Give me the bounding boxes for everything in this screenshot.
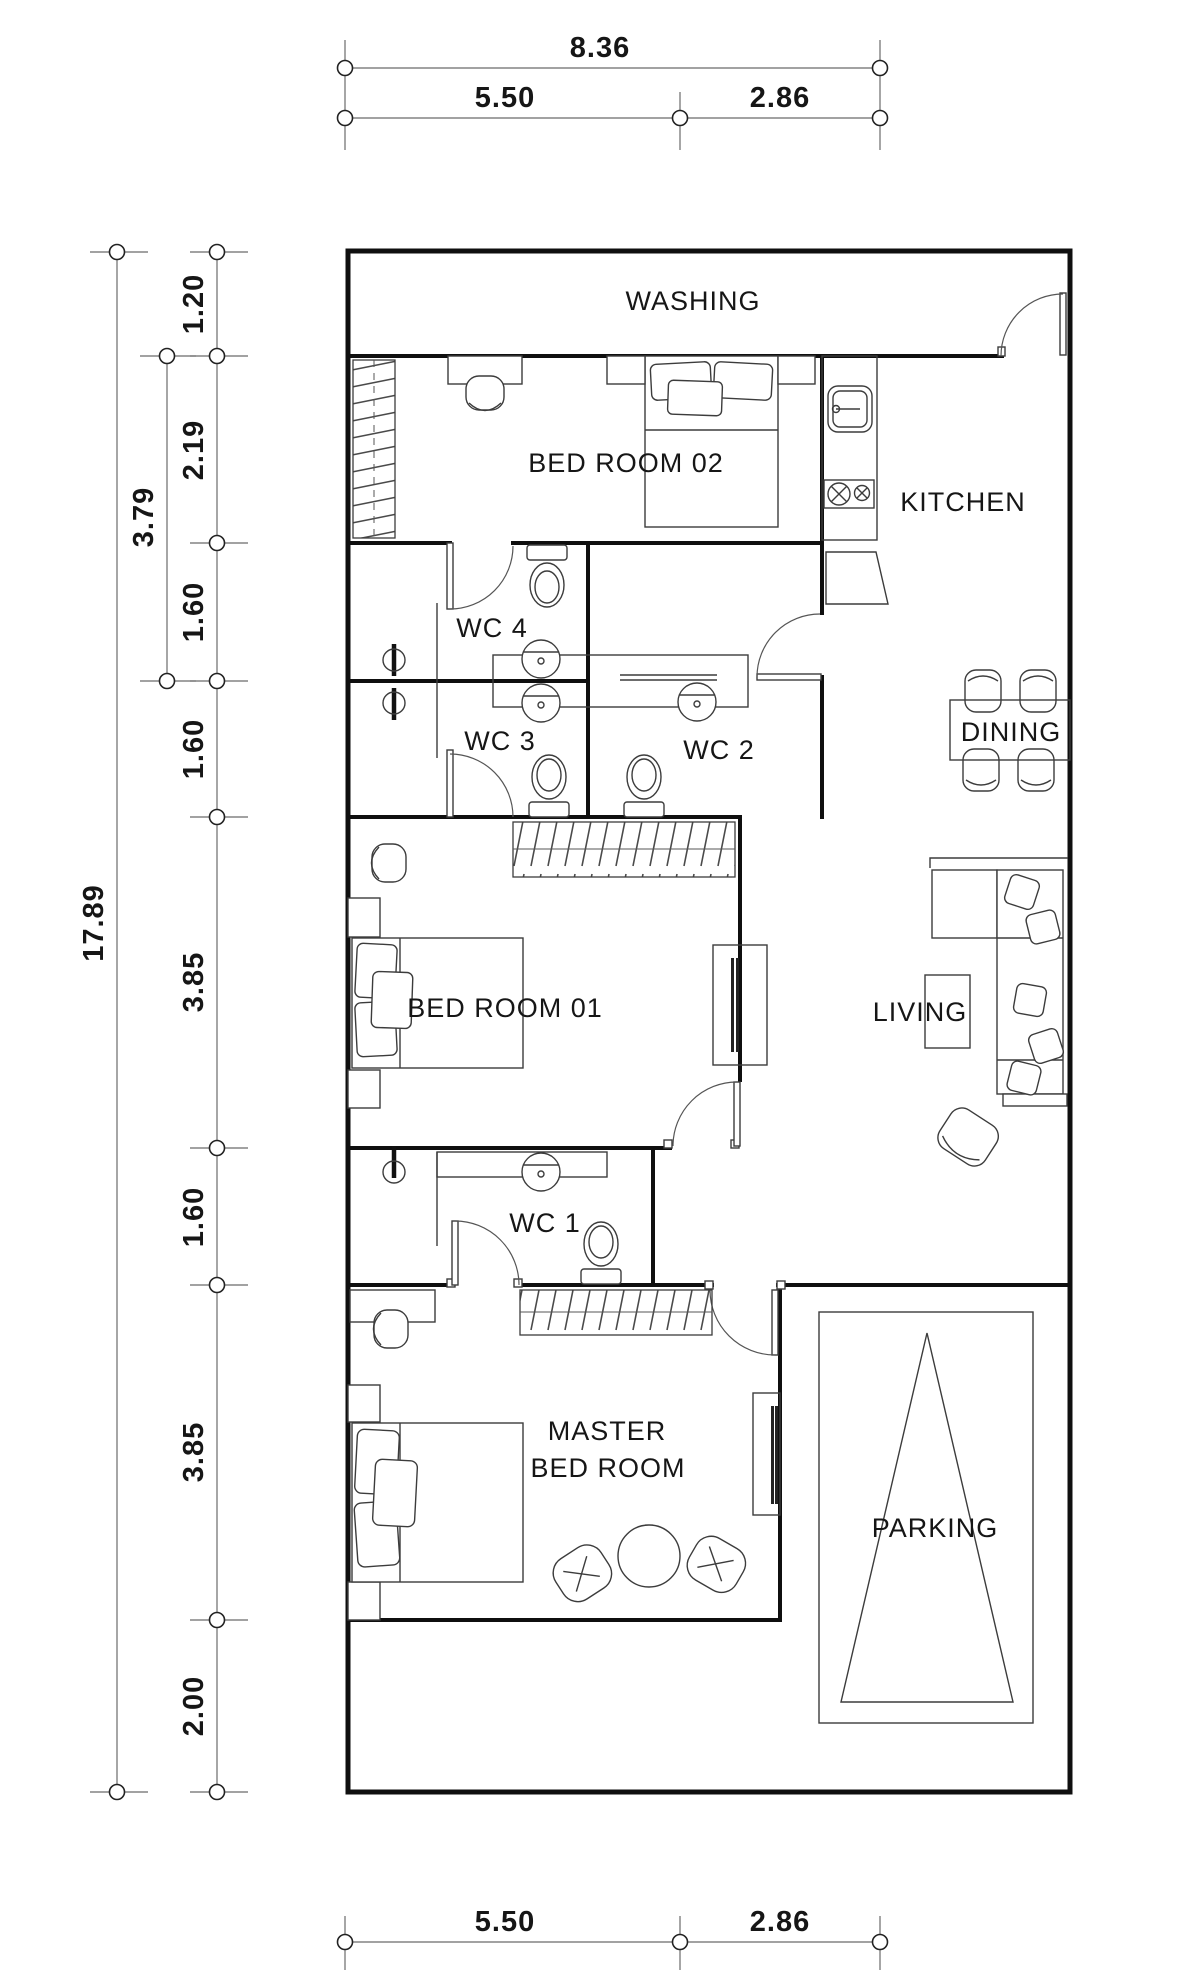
door-bedroom01 bbox=[672, 1081, 741, 1147]
dimension-chain-left: 17.89 3.79 1.20 2.19 1.60 1 bbox=[78, 243, 248, 1801]
wc-vanity bbox=[492, 639, 749, 723]
chair-bedroom01 bbox=[370, 843, 407, 883]
coffee-table-living bbox=[924, 974, 971, 1049]
dim-left-seg-2: 2.19 bbox=[178, 420, 210, 480]
nightstand-master-top bbox=[347, 1384, 381, 1423]
dim-left-markers bbox=[208, 243, 226, 1801]
room-dining: DINING bbox=[949, 669, 1071, 792]
dining-chair-4 bbox=[1017, 748, 1055, 792]
room-wc4: WC 4 bbox=[456, 544, 568, 643]
room-label-wc4: WC 4 bbox=[456, 613, 528, 643]
door-wc4 bbox=[446, 542, 514, 610]
dim-left-total: 17.89 bbox=[78, 884, 110, 962]
tv-cabinet-master bbox=[752, 1392, 781, 1516]
room-label-wc3: WC 3 bbox=[464, 726, 536, 756]
room-master-bedroom: MASTER BED ROOM bbox=[347, 1289, 781, 1621]
dimension-chain-bottom: 5.50 2.86 bbox=[336, 1906, 889, 1970]
armchair-master-1 bbox=[545, 1537, 619, 1609]
room-label-washing: WASHING bbox=[626, 286, 761, 316]
sink-wc2 bbox=[677, 682, 717, 722]
round-table-master bbox=[617, 1524, 681, 1588]
armchair-master-2 bbox=[680, 1529, 753, 1600]
door-wc3 bbox=[446, 749, 514, 818]
room-bedroom01: BED ROOM 01 bbox=[347, 821, 768, 1109]
dim-left-seg-3: 1.60 bbox=[178, 582, 210, 642]
dining-chair-2 bbox=[1019, 669, 1057, 713]
dim-left-ticks bbox=[190, 251, 248, 1793]
chair-bedroom02 bbox=[465, 375, 505, 412]
dim-top-seg-2: 2.86 bbox=[750, 82, 810, 114]
door-wc1 bbox=[451, 1220, 520, 1286]
shower-wc1 bbox=[382, 1160, 406, 1184]
room-living: LIVING bbox=[873, 857, 1068, 1167]
armchair-living bbox=[937, 1107, 1000, 1167]
nightstand-bedroom01-bottom bbox=[347, 1069, 381, 1109]
toilet-wc4 bbox=[526, 544, 568, 608]
kitchen-counter bbox=[821, 355, 878, 541]
room-wc2: WC 2 bbox=[623, 735, 755, 818]
kitchen-fridge bbox=[825, 551, 889, 605]
toilet-wc1 bbox=[580, 1221, 622, 1285]
bed-master bbox=[351, 1422, 524, 1583]
room-label-wc2: WC 2 bbox=[683, 735, 755, 765]
dim-left-seg-7: 3.85 bbox=[178, 1422, 210, 1482]
dim-left-seg-8: 2.00 bbox=[178, 1676, 210, 1736]
bed-bedroom01 bbox=[351, 937, 524, 1069]
parking-pad bbox=[818, 1311, 1034, 1724]
dim-left-seg-4: 1.60 bbox=[178, 719, 210, 779]
room-label-bedroom02: BED ROOM 02 bbox=[528, 448, 724, 478]
dining-chair-3 bbox=[962, 748, 1000, 792]
door-wc2 bbox=[756, 613, 822, 681]
toilet-wc3 bbox=[528, 754, 570, 818]
kitchen-sink bbox=[827, 385, 873, 433]
toilet-wc2 bbox=[623, 754, 665, 818]
tv-cabinet-bedroom01 bbox=[712, 944, 768, 1066]
room-label-wc1: WC 1 bbox=[509, 1208, 581, 1238]
room-kitchen: KITCHEN bbox=[821, 355, 1026, 605]
chair-master-desk bbox=[372, 1309, 409, 1349]
room-label-parking: PARKING bbox=[872, 1513, 999, 1543]
nightstand-bedroom02-left bbox=[606, 355, 646, 385]
room-label-bedroom01: BED ROOM 01 bbox=[407, 993, 603, 1023]
room-wc1: WC 1 bbox=[382, 1146, 622, 1285]
dim-bottom-seg-1: 5.50 bbox=[475, 1906, 535, 1938]
room-wc3: WC 3 bbox=[464, 726, 570, 818]
dim-left-seg-1: 1.20 bbox=[178, 274, 210, 334]
dim-left-seg-6: 1.60 bbox=[178, 1187, 210, 1247]
dim-bottom-seg-2: 2.86 bbox=[750, 1906, 810, 1938]
door-master-bedroom bbox=[709, 1289, 779, 1356]
room-label-master-line1: MASTER bbox=[548, 1416, 667, 1446]
sink-wc4 bbox=[521, 639, 561, 679]
showers-wc34 bbox=[382, 603, 438, 758]
sink-wc1 bbox=[521, 1152, 561, 1192]
dim-left-seg-5: 3.85 bbox=[178, 952, 210, 1012]
door-washing bbox=[1000, 292, 1067, 357]
dim-top-total: 8.36 bbox=[570, 32, 630, 64]
room-bedroom02: BED ROOM 02 bbox=[352, 355, 816, 539]
room-label-kitchen: KITCHEN bbox=[900, 487, 1026, 517]
room-label-dining: DINING bbox=[961, 717, 1062, 747]
dining-table bbox=[949, 699, 1071, 761]
bed-bedroom02 bbox=[644, 355, 779, 528]
nightstand-master-bottom bbox=[347, 1581, 381, 1621]
sink-wc3 bbox=[521, 683, 561, 723]
room-parking: PARKING bbox=[818, 1311, 1034, 1724]
dining-chair-1 bbox=[964, 669, 1002, 713]
room-label-master-line2: BED ROOM bbox=[530, 1453, 685, 1483]
sofa-living bbox=[929, 857, 1068, 1107]
doors bbox=[446, 292, 1067, 1356]
parking-arrow bbox=[840, 1332, 1014, 1703]
dim-top-seg-1: 5.50 bbox=[475, 82, 535, 114]
room-label-living: LIVING bbox=[873, 997, 968, 1027]
room-washing: WASHING bbox=[626, 286, 761, 316]
nightstand-bedroom01-top bbox=[347, 897, 381, 938]
dimension-chain-top: 8.36 5.50 2.86 bbox=[336, 32, 889, 150]
nightstand-bedroom02-right bbox=[777, 355, 816, 385]
kitchen-stove bbox=[823, 479, 875, 509]
dim-left-sub: 3.79 bbox=[128, 487, 160, 547]
